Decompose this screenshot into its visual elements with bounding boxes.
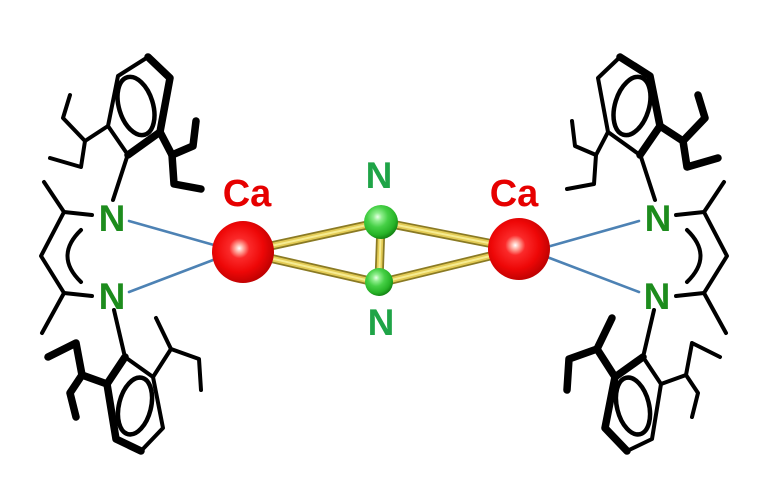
dinitrogen-label-top: N	[366, 155, 393, 196]
gold-bond-highlight	[242, 221, 520, 284]
ligand-nitrogen-label-top-right: N	[645, 198, 672, 239]
calcium-label-right: Ca	[490, 173, 539, 215]
dinitrogen-label-bottom: N	[368, 302, 395, 343]
calcium-label-left: Ca	[223, 173, 272, 215]
nitrogen-sphere-bottom	[365, 268, 393, 296]
ligand-nitrogen-label-bottom-left: N	[99, 276, 126, 317]
ligand-nitrogen-label-bottom-right: N	[644, 276, 671, 317]
calcium-sphere-right	[488, 218, 550, 280]
nitrogen-sphere-top	[364, 205, 398, 239]
ligand-nitrogen-label-top-left: N	[99, 198, 126, 239]
calcium-sphere-left	[212, 221, 274, 283]
n2-bridge-bonds	[238, 217, 524, 288]
